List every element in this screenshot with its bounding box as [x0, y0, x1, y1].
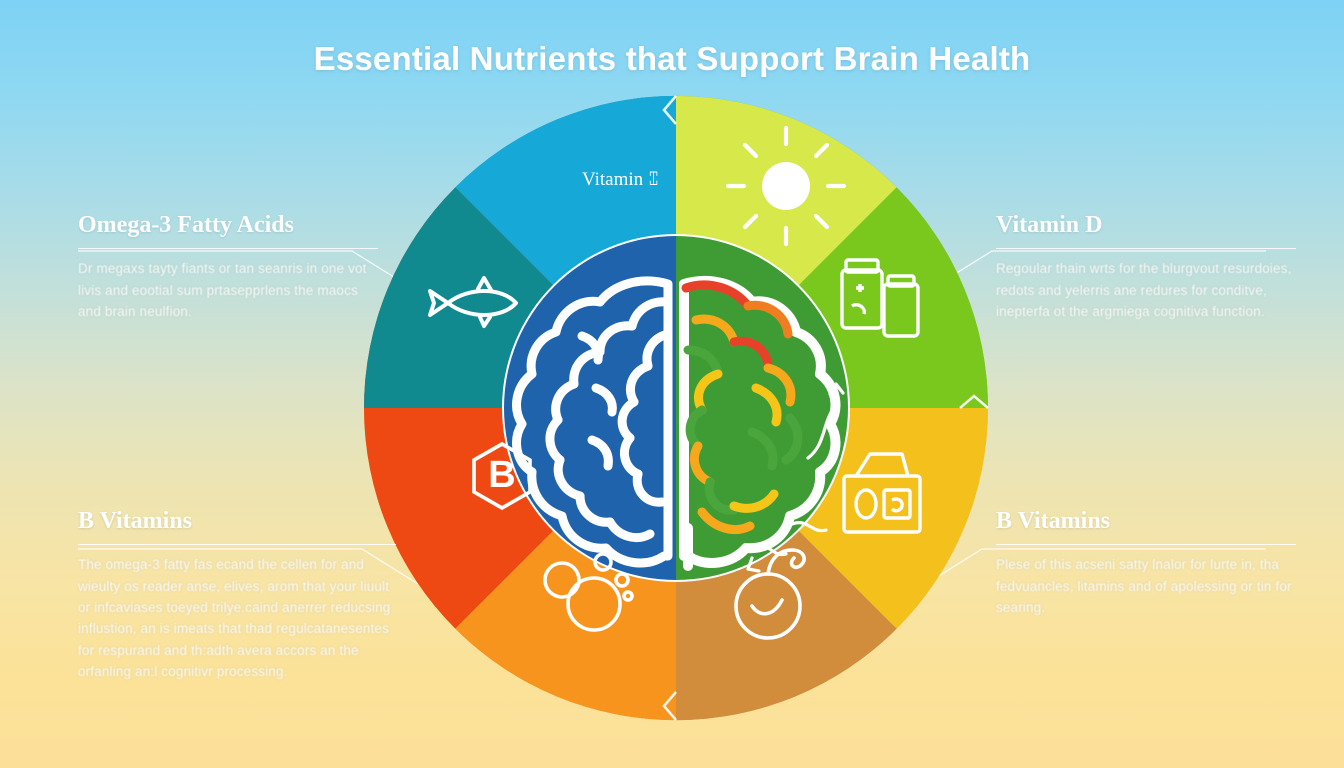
callout-heading-b-vitamins-right: B Vitamins: [996, 508, 1111, 534]
callout-body-b-vitamins-left: The omega-3 fatty fas ecand the cellen f…: [78, 557, 391, 680]
sun-icon: [725, 125, 847, 247]
callout-heading-b-vitamins-left: B Vitamins: [78, 508, 193, 534]
brain-left-hemisphere: [512, 276, 673, 568]
callout-rule-vitamin-d: [996, 248, 1296, 250]
fruit-icon: [734, 548, 806, 640]
callout-heading-omega-3: Omega-3 Fatty Acids: [78, 212, 294, 238]
box-icon: [842, 452, 922, 534]
segment-notches: [662, 95, 989, 721]
callout-vitamin-d: Vitamin D Regoular thain wrts for the bl…: [996, 212, 1296, 322]
callout-body-vitamin-d: Regoular thain wrts for the blurgvout re…: [996, 261, 1292, 320]
fish-icon: [428, 276, 518, 328]
callout-body-omega-3: Dr megaxs tayty fiants or tan seanris in…: [78, 261, 367, 320]
callout-rule-omega-3: [78, 248, 378, 250]
page-title: Essential Nutrients that Support Brain H…: [313, 40, 1031, 77]
callout-body-b-vitamins-right: Plese of this acseni satty lnalor for lu…: [996, 557, 1292, 616]
bottles-icon: [840, 258, 920, 338]
callout-omega-3-fatty-acids: Omega-3 Fatty Acids Dr megaxs tayty fian…: [78, 212, 378, 322]
nutrient-wheel: B: [356, 88, 996, 728]
callout-heading-vitamin-d: Vitamin D: [996, 212, 1103, 238]
brain-right-hemisphere: [679, 275, 841, 571]
hexagon-b-letter: B: [488, 454, 515, 496]
bubbles-icon: [543, 552, 634, 632]
neural-signal-arrows: [746, 382, 845, 573]
hexagon-b-icon: B: [472, 441, 532, 511]
callout-rule-b-vitamins-left: [78, 544, 396, 546]
callout-b-vitamins-left: B Vitamins The omega-3 fatty fas ecand t…: [78, 508, 396, 682]
segment-label-vitamin: Vitamin ⑄: [582, 169, 659, 190]
callout-b-vitamins-right: B Vitamins Plese of this acseni satty ln…: [996, 508, 1296, 618]
callout-rule-b-vitamins-right: [996, 544, 1296, 546]
